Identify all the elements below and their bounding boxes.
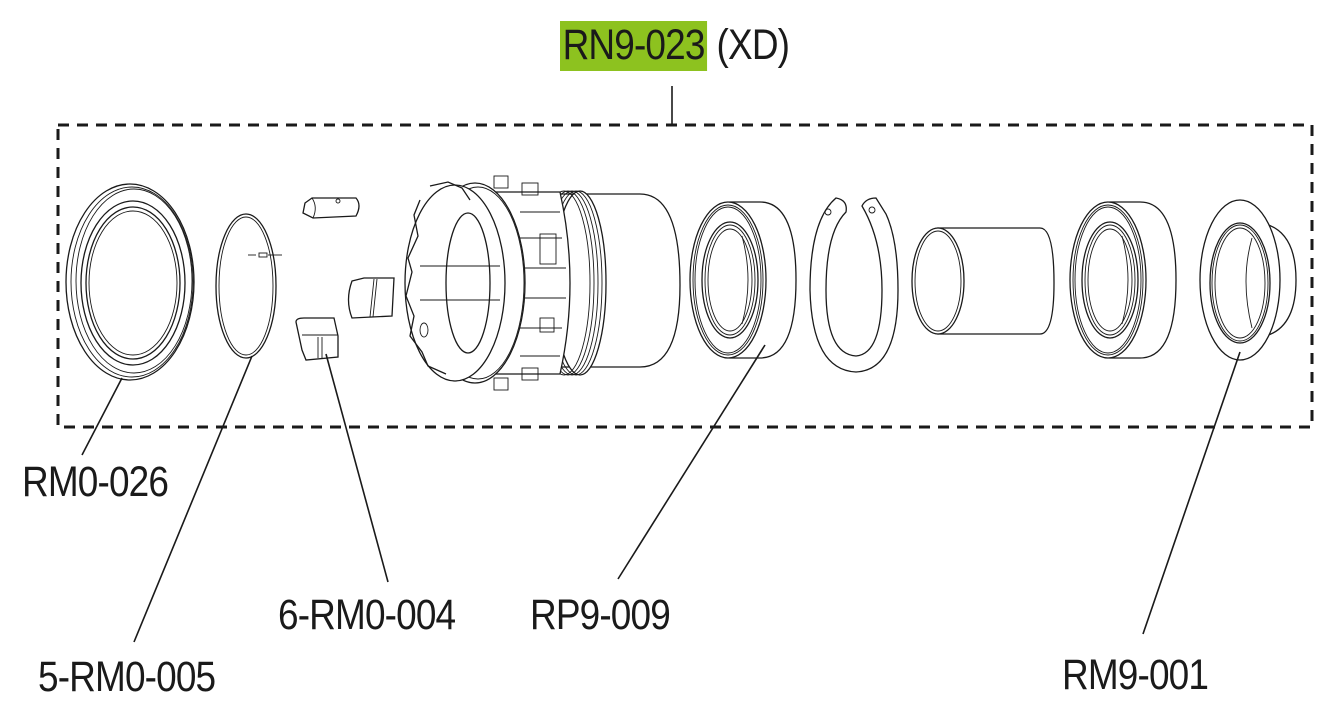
assembly-group-box (56, 123, 1314, 429)
leader-line-5-rm0-005 (133, 355, 253, 643)
leader-line-6-rm0-004 (325, 353, 389, 583)
spacer-part (911, 227, 1055, 335)
assembly-part-number: RN9-023 (560, 21, 708, 71)
assembly-title: RN9-023 (XD) (560, 21, 790, 71)
bearing-left-part (689, 201, 797, 359)
circlip-part (809, 197, 899, 373)
bearing-right-part (1069, 201, 1177, 359)
pawls-part (295, 197, 395, 361)
leader-line-rm9-001 (1142, 351, 1241, 635)
part-label-5-rm0-005: 5-RM0-005 (38, 653, 216, 701)
assembly-variant: (XD) (716, 21, 790, 69)
snap-ring-part (215, 213, 282, 359)
part-label-rm9-001: RM9-001 (1062, 651, 1209, 699)
freehub-body-part (404, 175, 681, 391)
leader-line-rp9-009 (617, 344, 766, 580)
part-label-rm0-026: RM0-026 (22, 458, 169, 506)
end-cap-right-part (1199, 199, 1297, 361)
leader-line-rm0-026 (81, 377, 123, 456)
part-label-6-rm0-004: 6-RM0-004 (278, 591, 456, 639)
end-cap-left-part (65, 183, 195, 381)
part-label-rp9-009: RP9-009 (530, 591, 671, 639)
